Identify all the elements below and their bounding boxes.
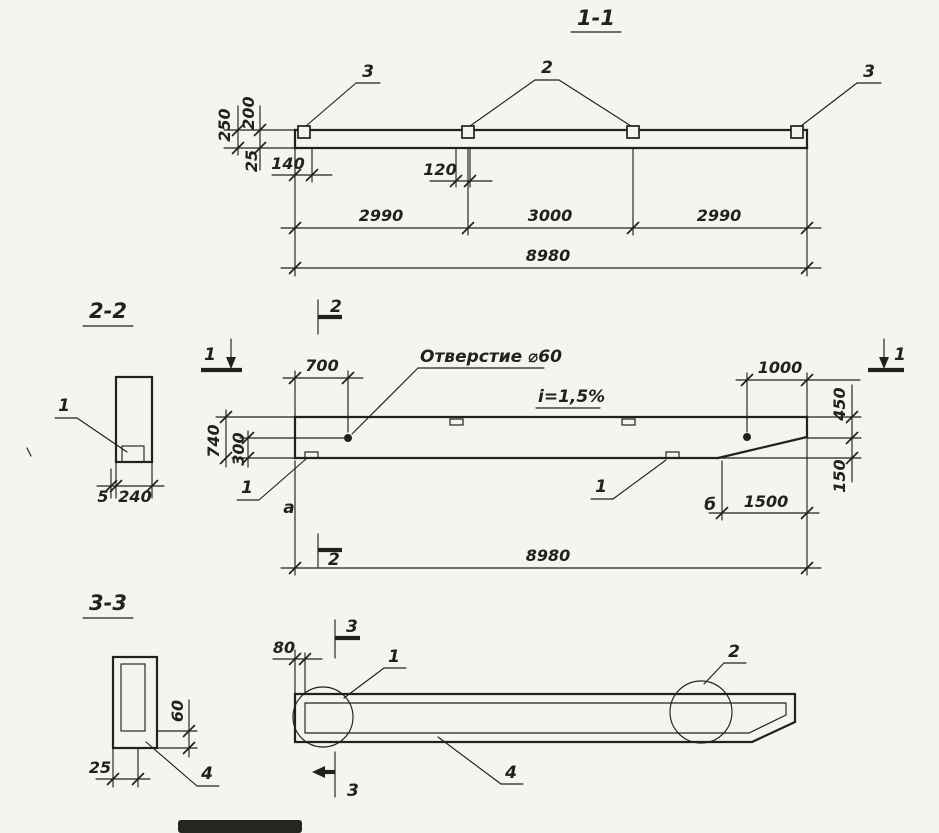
dim-450: 450 [830,387,849,421]
dim-240: 240 [118,487,151,506]
dim-5: 5 [97,487,108,506]
dim-60: 60 [168,700,187,722]
dim-740: 740 [204,424,223,457]
scan-artifact [178,820,302,833]
section-3-3-view: 3-3 60 25 4 [82,591,220,788]
detail-circle-1 [292,686,354,748]
callout-1-elev-left: 1 [241,478,253,498]
section-2-2-title: 2-2 [89,299,127,323]
slope-label: i=1,5% [538,387,605,407]
node-b-label: б [704,495,716,515]
dim-span-2: 3000 [528,206,573,225]
section-3-3-title: 3-3 [89,591,127,615]
marker-3-bottom-label: 3 [347,781,359,801]
marker-2-top-label: 2 [330,297,342,317]
marker-1-right-label: 1 [894,345,906,365]
marker-3-top-label: 3 [346,617,358,637]
detail-circle-2 [669,680,733,744]
dim-1500: 1500 [744,492,789,511]
embed-plate-2 [461,125,475,139]
hole-note: Отверстие ⌀60 [420,347,562,367]
dim-span-3: 2990 [697,206,742,225]
dim-120: 120 [423,160,456,179]
callout-3-right: 3 [863,62,875,82]
hole-left [344,434,352,442]
dim-140: 140 [271,154,304,173]
callout-4-plan: 4 [504,763,517,783]
dim-total-elev: 8980 [526,546,571,565]
dim-700: 700 [305,356,338,375]
node-a-label: а [283,498,294,518]
section-1-1-title: 1-1 [577,6,615,30]
hole-right [743,433,751,441]
scan-speck [26,447,32,457]
callout-4-s33: 4 [200,764,213,784]
embed-plate-3 [626,125,640,139]
dim-150: 150 [830,459,849,492]
dim-200: 200 [239,96,258,129]
dim-25-s33: 25 [89,758,111,777]
dim-span-1: 2990 [359,206,404,225]
dim-300: 300 [229,432,248,465]
section-2-2-view: 2-2 1 5 240 [54,299,165,506]
callout-3-left: 3 [362,62,374,82]
callout-1-plan: 1 [388,647,400,667]
embed-plate-1 [297,125,311,139]
callout-2-plan: 2 [728,642,740,662]
callout-1-s22: 1 [58,396,70,416]
section-1-1-view: 1-1 3 2 3 200 250 25 140 [215,6,882,277]
dim-total-1-1: 8980 [526,246,571,265]
callout-2: 2 [541,58,553,78]
embed-plate-4 [790,125,804,139]
dim-80: 80 [273,638,295,657]
dim-25: 25 [242,150,261,172]
plan-view: 3 80 1 2 4 3 [272,617,797,801]
marker-2-bottom-label: 2 [328,550,340,570]
callout-1-elev-right: 1 [595,477,607,497]
elevation-view: 2 1 1 700 Отверстие ⌀60 i=1,5% [201,297,906,576]
marker-1-left-label: 1 [204,345,216,365]
dim-250: 250 [215,108,234,141]
dim-1000: 1000 [758,358,803,377]
